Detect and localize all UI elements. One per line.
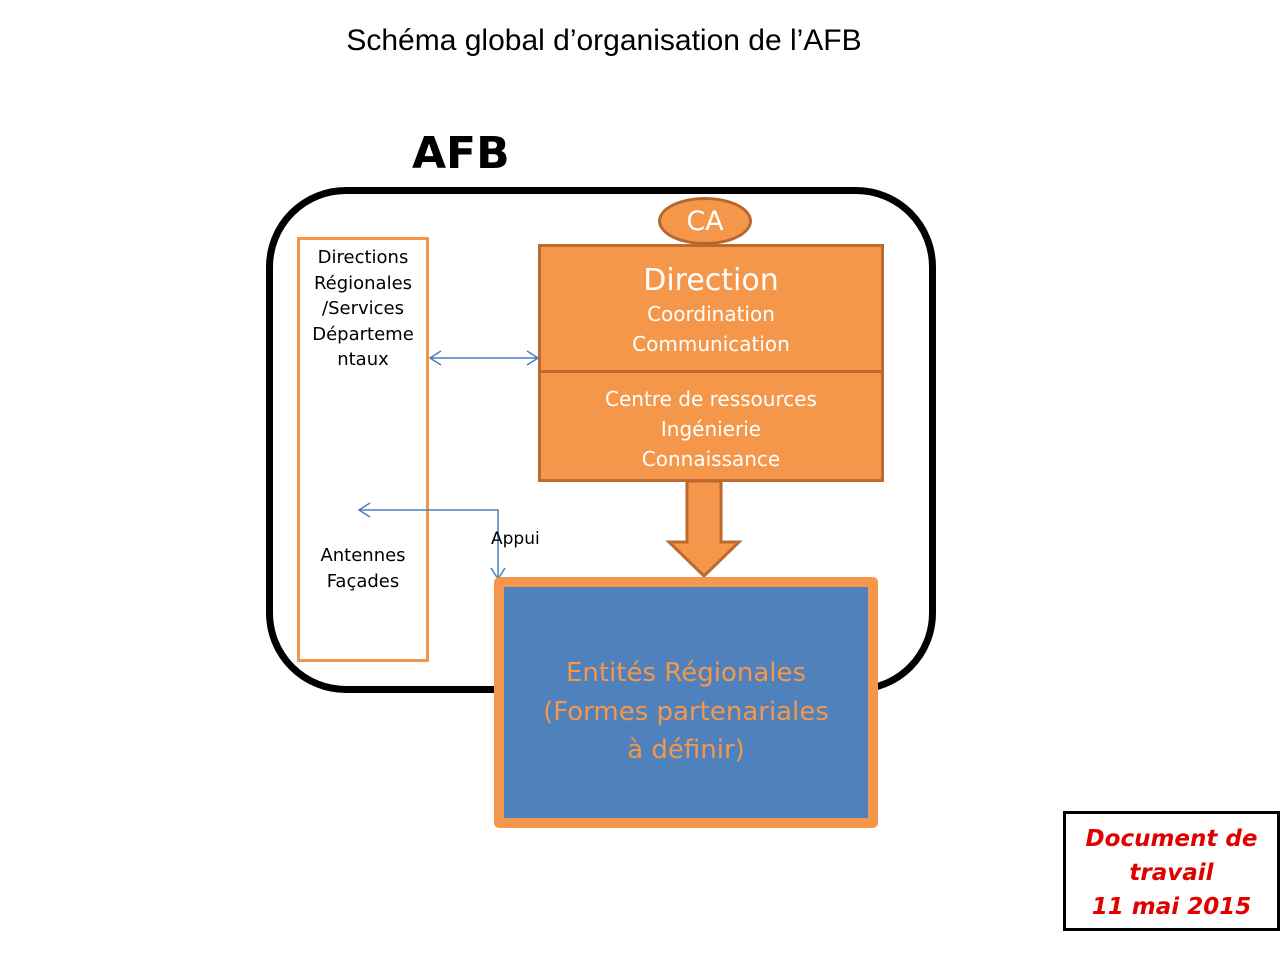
directions-line: Régionales — [313, 272, 413, 294]
document-note-line: Document de — [1085, 826, 1258, 852]
direction-line: Communication — [632, 332, 790, 356]
document-note-line: travail — [1129, 860, 1214, 886]
page-title: Schéma global d’organisation de l’AFB — [346, 24, 862, 57]
appui-label: Appui — [491, 529, 540, 549]
afb-label: AFB — [412, 128, 510, 179]
entites-line: (Formes partenariales — [543, 696, 829, 727]
directions-line: Départeme — [312, 323, 414, 345]
directions-regionales-box — [297, 237, 429, 662]
directions-regionales-label: Directions Régionales /Services Départem… — [297, 245, 429, 373]
centre-ressources-box: Centre de ressources Ingénierie Connaiss… — [538, 370, 884, 482]
centre-line: Ingénierie — [660, 417, 762, 441]
entites-line: à définir) — [627, 735, 745, 765]
double-arrow-connector — [428, 350, 540, 366]
directions-line: ntaux — [337, 349, 389, 370]
document-note-line: 11 mai 2015 — [1091, 894, 1252, 920]
appui-connector — [357, 502, 506, 581]
directions-line: Directions — [317, 247, 409, 268]
entites-line: Entités Régionales — [565, 658, 807, 688]
direction-box: Direction Coordination Communication — [538, 244, 884, 374]
centre-line: Centre de ressources — [605, 387, 817, 411]
ca-node: CA — [658, 197, 752, 245]
directions-line: /Services — [322, 298, 404, 319]
down-arrow — [665, 479, 743, 579]
antennes-line: Façades — [326, 570, 400, 592]
entites-regionales-box: Entités Régionales (Formes partenariales… — [494, 577, 878, 828]
document-note: Document de travail 11 mai 2015 — [1063, 811, 1280, 931]
centre-line: Connaissance — [641, 447, 781, 471]
antennes-label: Antennes Façades — [297, 543, 429, 594]
antennes-line: Antennes — [320, 545, 406, 566]
direction-title: Direction — [643, 263, 779, 298]
direction-line: Coordination — [647, 302, 775, 326]
